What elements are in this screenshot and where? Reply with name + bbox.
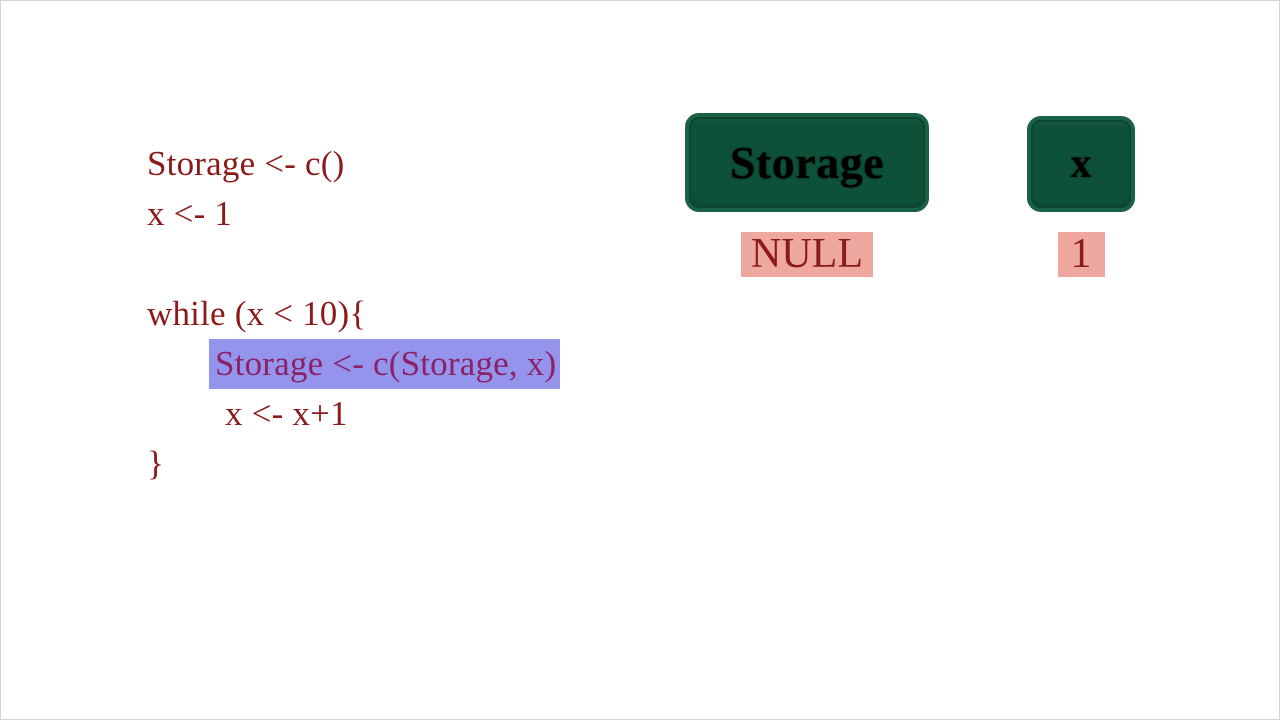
- code-line-closing-brace: }: [147, 444, 164, 483]
- variable-value-row-x: 1: [1027, 232, 1135, 277]
- variable-value-x: 1: [1057, 232, 1105, 277]
- variable-group-x: x 1: [1027, 116, 1135, 277]
- code-line-blank: [147, 239, 667, 289]
- variable-group-storage: Storage NULL: [685, 113, 929, 277]
- variable-box-storage[interactable]: Storage: [685, 113, 929, 212]
- highlighted-line-wrapper: Storage <- c(Storage, x): [147, 339, 667, 389]
- code-line-while: while (x < 10){: [147, 294, 367, 333]
- code-line-1: Storage <- c(): [147, 144, 345, 183]
- variable-value-row-storage: NULL: [685, 232, 929, 277]
- code-line-2: x <- 1: [147, 194, 233, 233]
- code-listing: Storage <- c() x <- 1 while (x < 10){ St…: [147, 139, 667, 489]
- code-line-highlighted-storage-append[interactable]: Storage <- c(Storage, x): [209, 339, 561, 389]
- variable-box-storage-label: Storage: [729, 137, 885, 188]
- variable-value-storage: NULL: [741, 232, 873, 277]
- variable-box-x[interactable]: x: [1027, 116, 1135, 212]
- variable-box-x-label: x: [1070, 141, 1092, 187]
- code-line-increment: x <- x+1: [225, 394, 348, 433]
